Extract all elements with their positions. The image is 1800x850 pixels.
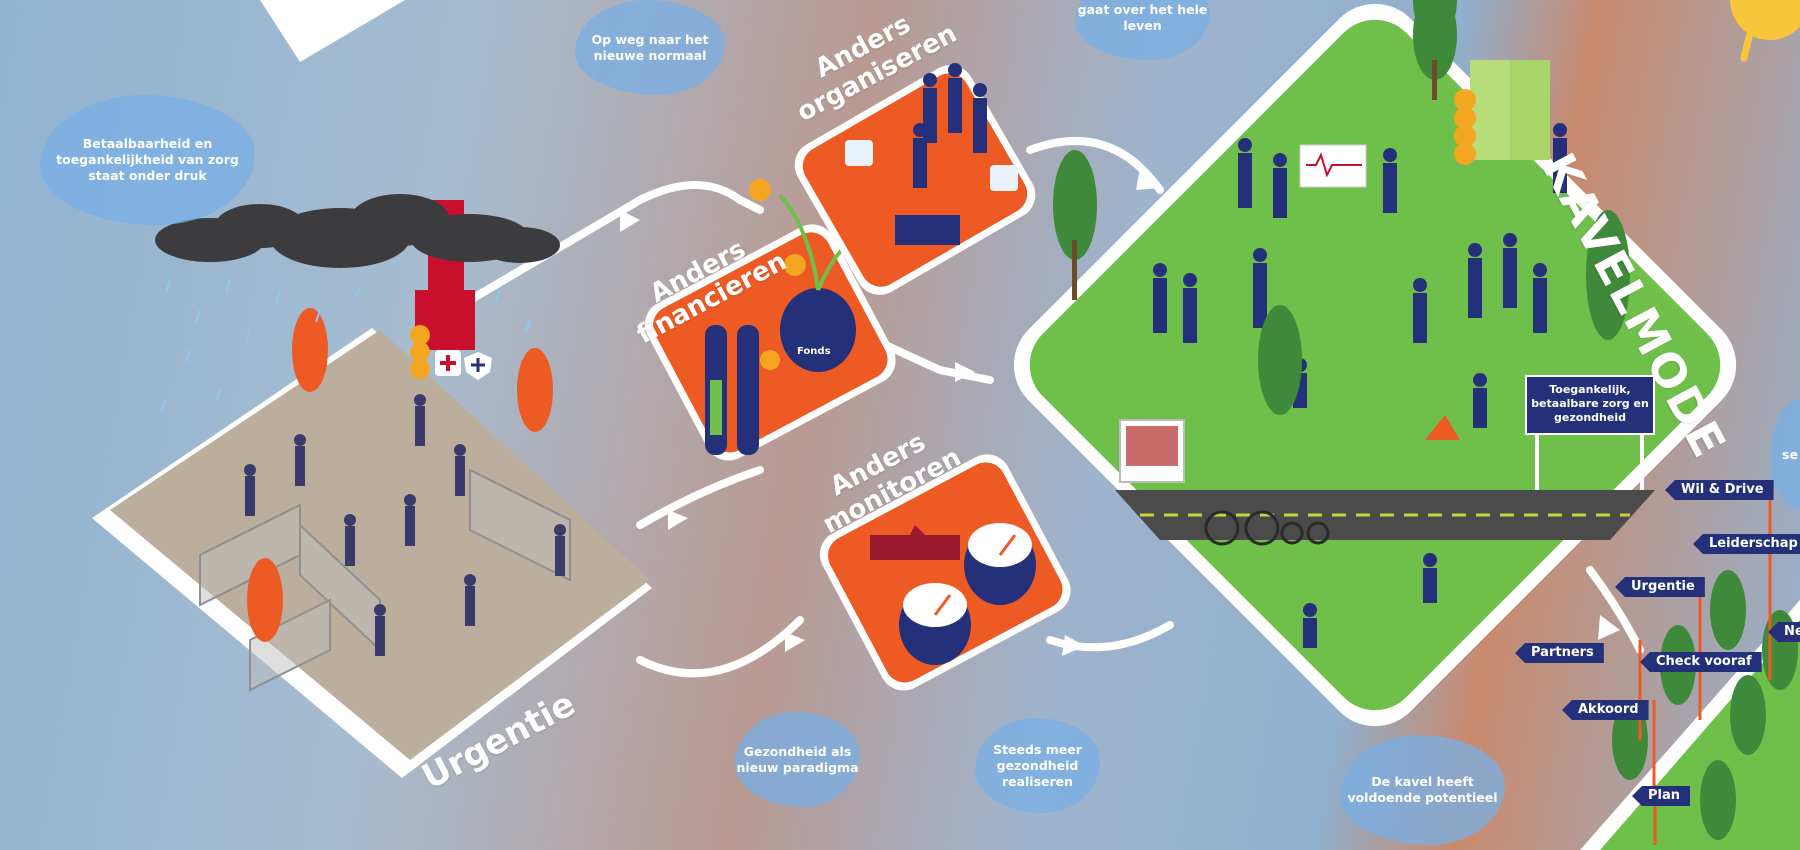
path-to-financieren: [636, 466, 764, 529]
path-organiseren-to-kavel: [1026, 137, 1164, 194]
kavel-field: [1013, 0, 1737, 727]
bubble-nieuwe-normaal: Op weg naar het nieuwe normaal: [575, 0, 725, 95]
flag-ne: Ne: [1768, 622, 1800, 642]
path-to-monitoren: [636, 616, 804, 678]
arrow-icon: [1136, 168, 1158, 190]
flag-akkoord: Akkoord: [1562, 700, 1649, 720]
arrow-icon: [955, 362, 975, 382]
flag-leiderschap: Leiderschap: [1693, 534, 1800, 554]
path-monitoren-to-kavel: [1046, 621, 1174, 652]
kavel-sign: Toegankelijk, betaalbare zorg en gezondh…: [1525, 375, 1655, 435]
sun-icon: [1730, 0, 1800, 62]
financieren-panel: [644, 179, 896, 461]
bubble-betaalbaarheid: Betaalbaarheid en toegankelijkheid van z…: [40, 95, 255, 225]
flag-partners: Partners: [1515, 643, 1604, 663]
arrow-icon: [1598, 615, 1620, 640]
organiseren-panel: [794, 63, 1036, 295]
arrow-icon: [620, 210, 640, 232]
white-corner-shape: [260, 0, 405, 62]
path-to-organiseren: [466, 181, 764, 304]
arrow-icon: [668, 510, 688, 530]
path-kavel-to-flags: [1586, 566, 1644, 654]
arrow-icon: [785, 632, 805, 652]
bubble-kavel-potentieel: De kavel heeft voldoende potentieel: [1340, 735, 1505, 845]
flow-arrows: [620, 168, 1620, 656]
flag-urgentie: Urgentie: [1615, 577, 1705, 597]
flag-wil-drive: Wil & Drive: [1665, 480, 1774, 500]
arrow-icon: [1062, 635, 1085, 656]
urgentie-platform: [92, 194, 652, 778]
fonds-label: Fonds: [797, 346, 831, 357]
bubble-gezondheid-paradigma: Gezondheid als nieuw paradigma: [735, 712, 860, 807]
monitoren-panel: [819, 454, 1071, 691]
flag-check-vooraf: Check vooraf: [1640, 652, 1762, 672]
bubble-steeds-meer: Steeds meer gezondheid realiseren: [975, 718, 1100, 813]
flag-plan: Plan: [1632, 786, 1691, 806]
